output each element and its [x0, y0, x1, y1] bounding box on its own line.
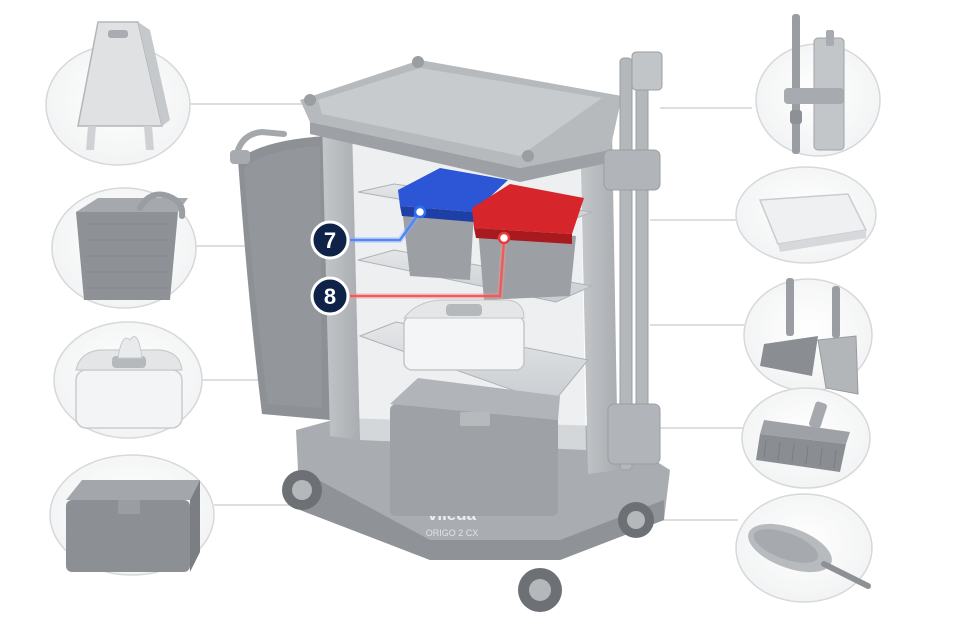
accessory-feather-duster	[735, 493, 873, 603]
side-handle	[603, 51, 663, 471]
storage-box-icon	[66, 480, 200, 572]
callout-7: 7	[310, 205, 427, 260]
red-bucket	[472, 184, 584, 300]
callout-7-number: 7	[324, 228, 336, 253]
model-label: ORIGO 2 CX	[426, 528, 479, 538]
bottom-storage-box	[390, 378, 560, 516]
wet-floor-sign-icon	[77, 21, 170, 150]
callout-8-anchor	[497, 231, 511, 245]
feather-duster-icon	[748, 523, 871, 589]
accessory-scrub-brush	[741, 387, 871, 489]
accessory-wet-floor-sign	[45, 21, 191, 166]
shelf-wipes-box	[402, 299, 525, 371]
callout-7-badge	[310, 220, 350, 260]
accessory-mop-pad	[735, 166, 877, 264]
wipes-dispenser-icon	[75, 336, 183, 429]
callout-8-number: 8	[324, 284, 336, 309]
mop-pad-icon	[758, 193, 868, 252]
brush-and-dustpan-icon	[760, 278, 859, 395]
accessory-storage-box	[49, 454, 215, 576]
callout-8-badge	[310, 276, 350, 316]
basket-icon	[76, 191, 188, 300]
cleaning-trolley: vileda ORIGO 2 CX	[230, 51, 670, 612]
scrub-brush-icon	[756, 401, 850, 472]
accessory-mop-holder	[755, 14, 881, 157]
mop-holder-icon	[784, 14, 845, 154]
laundry-bag	[230, 128, 330, 420]
accessory-brush-dustpan	[743, 278, 873, 395]
accessory-basket	[51, 187, 197, 309]
wheels	[282, 470, 654, 612]
accessory-wipes-dispenser	[53, 321, 203, 439]
callout-7-anchor	[413, 205, 427, 219]
callout-8: 8	[310, 231, 511, 316]
